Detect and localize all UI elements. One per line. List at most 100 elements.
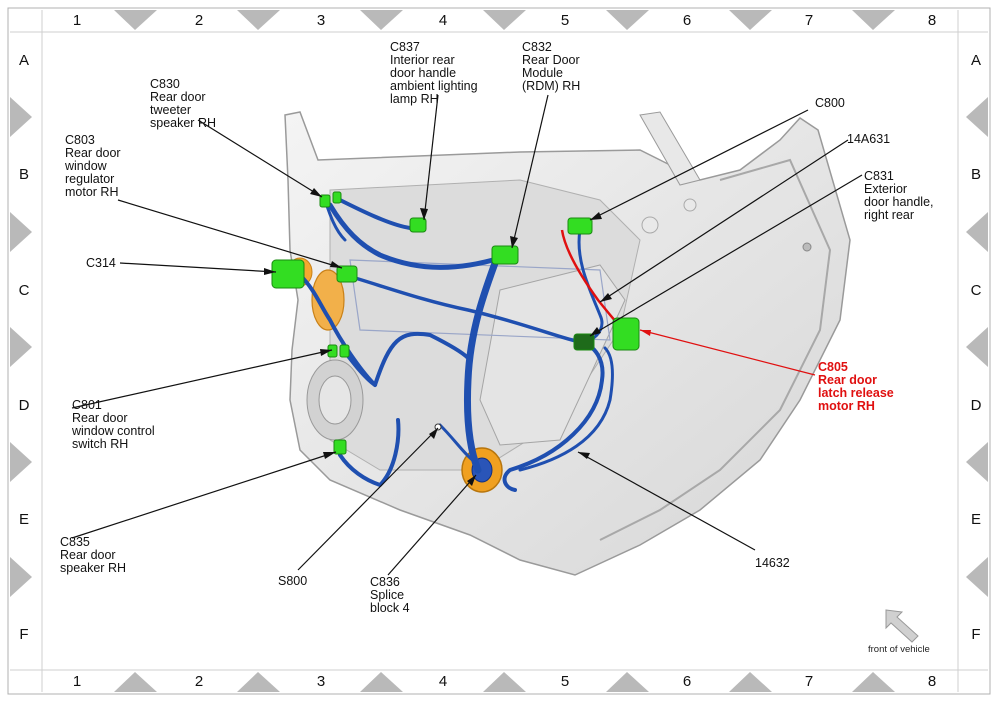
connector-c803 (336, 265, 358, 283)
col-label-bottom-5: 5 (560, 673, 570, 690)
connector-c830b (332, 191, 342, 204)
label-c801-line2: Rear door (72, 411, 128, 425)
row-label-right-E: E (970, 511, 981, 528)
connector-c805 (612, 317, 640, 351)
label-c830-line4: speaker RH (150, 116, 216, 130)
label-c832-line1: C832 (522, 40, 552, 54)
label-c836: C836 Splice block 4 (370, 576, 410, 615)
top-zone-markers (114, 10, 895, 30)
leader-arrowheads (264, 188, 651, 486)
label-c836-line2: Splice (370, 588, 405, 602)
label-c836-line3: block 4 (370, 601, 410, 615)
label-c800-line1: C800 (815, 96, 845, 110)
col-label-bottom-2: 2 (194, 673, 204, 690)
label-c803: C803 Rear door window regulator motor RH (65, 134, 121, 199)
label-14a631-line1: 14A631 (847, 132, 891, 146)
label-c837-line3: door handle (390, 66, 457, 80)
col-label-top-2: 2 (194, 12, 204, 29)
label-c835: C835 Rear door speaker RH (60, 536, 126, 575)
connector-c837 (409, 217, 427, 233)
col-label-top-8: 8 (927, 12, 937, 29)
label-c837-line2: Interior rear (390, 53, 455, 67)
right-zone-markers (966, 97, 988, 597)
connector-c801b (339, 344, 350, 358)
label-14632-line1: 14632 (755, 556, 790, 570)
row-label-left-E: E (18, 511, 29, 528)
label-c831-line2: Exterior (864, 182, 908, 196)
row-label-right-C: C (970, 282, 982, 299)
label-c803-line2: Rear door (65, 146, 121, 160)
connector-c832 (491, 245, 519, 265)
row-label-left-D: D (18, 397, 30, 414)
front-of-vehicle-arrow-icon (885, 609, 919, 643)
connector-c831 (573, 333, 595, 351)
col-label-bottom-4: 4 (438, 673, 448, 690)
label-s800: S800 (278, 575, 307, 588)
col-label-top-4: 4 (438, 12, 448, 29)
col-label-top-1: 1 (72, 12, 82, 29)
row-label-left-B: B (18, 166, 29, 183)
label-c314-line1: C314 (86, 256, 116, 270)
label-c801-line1: C801 (72, 398, 102, 412)
label-c805-line2: Rear door (818, 373, 878, 387)
label-c836-line1: C836 (370, 575, 400, 589)
label-c803-line4: regulator (65, 172, 115, 186)
label-c832-line4: (RDM) RH (522, 79, 581, 93)
label-c800: C800 (815, 97, 845, 110)
label-c801: C801 Rear door window control switch RH (72, 399, 155, 451)
col-label-bottom-1: 1 (72, 673, 82, 690)
splice-s800 (434, 423, 442, 431)
label-c830-line3: tweeter (150, 103, 191, 117)
label-c314: C314 (86, 257, 116, 270)
label-c832-line2: Rear Door (522, 53, 580, 67)
label-c805-line4: motor RH (818, 399, 875, 413)
col-label-top-6: 6 (682, 12, 692, 29)
label-c835-line1: C835 (60, 535, 90, 549)
col-label-bottom-8: 8 (927, 673, 937, 690)
label-c805-line1: C805 (818, 360, 848, 374)
label-c831-line1: C831 (864, 169, 894, 183)
col-label-bottom-6: 6 (682, 673, 692, 690)
label-c837-line5: lamp RH (390, 92, 439, 106)
label-c830-line2: Rear door (150, 90, 206, 104)
label-c803-line1: C803 (65, 133, 95, 147)
label-c805-line3: latch release (818, 386, 894, 400)
label-c832-line3: Module (522, 66, 563, 80)
left-zone-markers (10, 97, 32, 597)
connector-c835 (333, 439, 347, 455)
label-c831-line4: right rear (864, 208, 915, 222)
label-c803-line3: window (65, 159, 107, 173)
connector-c800 (567, 217, 593, 235)
label-c831-line3: door handle, (864, 195, 934, 209)
label-c830-line1: C830 (150, 77, 180, 91)
label-14632: 14632 (755, 557, 790, 570)
door-panel (284, 111, 851, 576)
label-c832: C832 Rear Door Module (RDM) RH (522, 41, 580, 93)
label-c835-line3: speaker RH (60, 561, 126, 575)
row-label-right-B: B (970, 166, 981, 183)
row-label-right-A: A (970, 52, 981, 69)
row-label-right-F: F (971, 626, 981, 643)
label-c805: C805 Rear door latch release motor RH (818, 361, 894, 413)
label-c837: C837 Interior rear door handle ambient l… (390, 41, 478, 106)
front-of-vehicle-label: front of vehicle (868, 644, 930, 655)
leader-lines (71, 94, 863, 576)
label-c801-line4: switch RH (72, 437, 129, 451)
col-label-top-7: 7 (804, 12, 814, 29)
frame-border (7, 7, 991, 695)
label-c835-line2: Rear door (60, 548, 116, 562)
label-c837-line1: C837 (390, 40, 420, 54)
connectors (271, 191, 640, 455)
label-c830: C830 Rear door tweeter speaker RH (150, 78, 216, 130)
row-label-left-C: C (18, 282, 30, 299)
col-label-top-5: 5 (560, 12, 570, 29)
row-label-right-D: D (970, 397, 982, 414)
col-label-bottom-7: 7 (804, 673, 814, 690)
col-label-top-3: 3 (316, 12, 326, 29)
connector-c830 (319, 194, 331, 208)
row-label-left-F: F (19, 626, 29, 643)
label-c837-line4: ambient lighting (390, 79, 478, 93)
row-label-left-A: A (18, 52, 29, 69)
col-label-bottom-3: 3 (316, 673, 326, 690)
